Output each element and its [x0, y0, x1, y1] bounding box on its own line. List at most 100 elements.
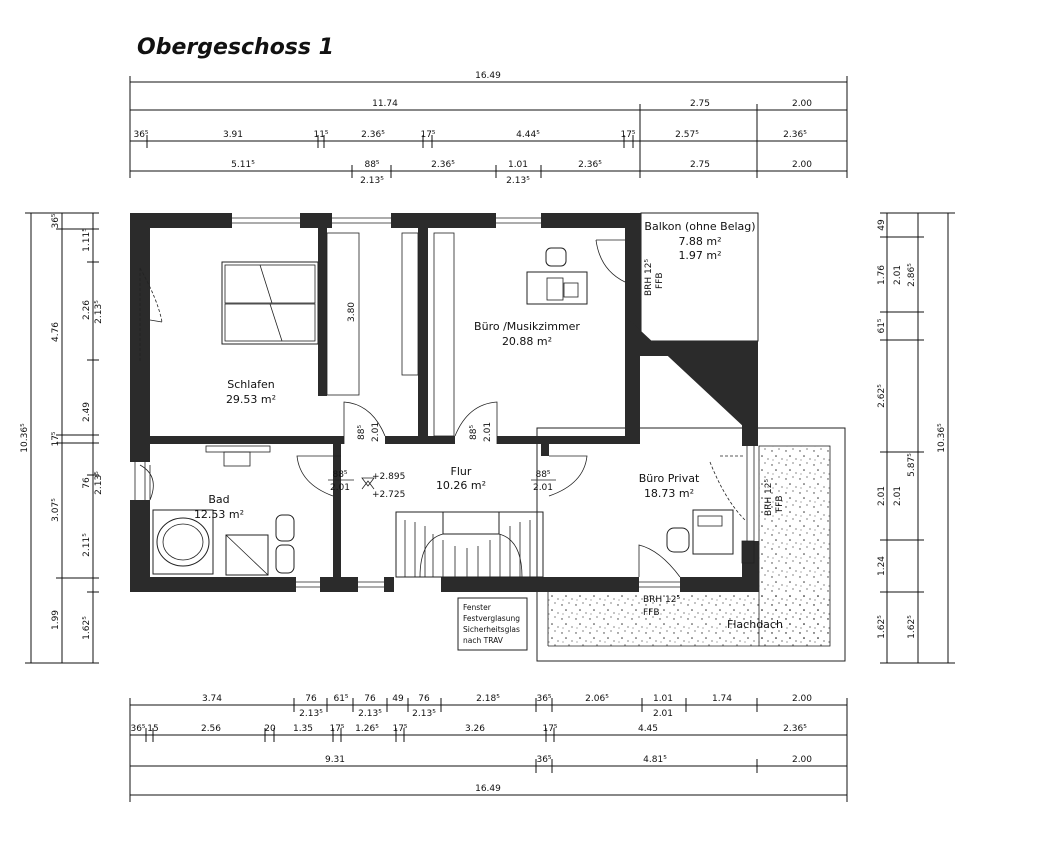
desk-buero [526, 247, 588, 305]
dim-left-i1: 1.11⁵ [82, 228, 92, 252]
right-dimensions: 49 1.76 61⁵ 2.62⁵ 2.01 1.24 1.62⁵ 2.01 2… [877, 212, 955, 664]
dim-right-m5: 1.62⁵ [907, 615, 917, 639]
dim-bot-1f: 2.13⁵ [358, 709, 382, 719]
dim-top-4e: 1.01 [508, 160, 528, 170]
dim-bot-3a: 9.31 [325, 755, 345, 765]
walls [130, 213, 759, 592]
ffb-bottom: FFB [643, 608, 660, 618]
dim-bot-1o: 1.74 [712, 694, 732, 704]
dim-right-i6: 1.24 [877, 556, 887, 576]
bottom-dimensions: 3.74 76 2.13⁵ 61⁵ 76 2.13⁵ 49 76 2.13⁵ 2… [129, 694, 848, 802]
dim-bot-2i: 3.26 [465, 724, 485, 734]
flat-roof [536, 427, 846, 662]
brh-bottom: BRH 12⁵ [643, 595, 681, 605]
dim-top-2a: 11.74 [372, 99, 398, 109]
ffb-privat: FFB [775, 495, 785, 512]
dim-right-i5: 2.01 [877, 486, 887, 506]
level-marks: +2.895 +2.725 [361, 472, 405, 500]
dim-left-i4: 76 [82, 477, 92, 489]
glazing-note: Fenster Festverglasung Sicherheitsglas n… [457, 597, 528, 651]
door-3-w: 88⁵ [332, 470, 347, 480]
bathtub [152, 509, 214, 575]
dim-bot-1a: 3.74 [202, 694, 222, 704]
dim-top-3e: 17⁵ [420, 130, 435, 140]
room-schlafen-area: 29.53 m² [226, 393, 276, 406]
dim-top-4a: 5.11⁵ [231, 160, 255, 170]
dim-bot-1d: 61⁵ [333, 694, 348, 704]
dim-top-4b: 88⁵ [364, 160, 379, 170]
dim-bot-3b: 36⁵ [536, 755, 551, 765]
dim-left-m3: 2.49 [82, 402, 92, 422]
shower [225, 534, 269, 576]
room-balkon-area1: 7.88 m² [678, 235, 721, 248]
dim-left-m5: 3.07⁵ [51, 498, 61, 522]
brh-labels: BRH 12⁵ FFB BRH 12⁵ FFB BRH 12⁵ FFB [643, 258, 785, 618]
note-line-2: Festverglasung [463, 614, 520, 623]
dim-left-m4: 17⁵ [51, 431, 61, 446]
door-2-w: 88⁵ [469, 425, 479, 440]
dim-top-3i: 2.36⁵ [783, 130, 807, 140]
dim-top-4f: 2.13⁵ [506, 176, 530, 186]
washbasin [205, 445, 271, 467]
dim-top-4g: 2.36⁵ [578, 160, 602, 170]
note-line-3: Sicherheitsglas [463, 625, 520, 634]
room-bad-area: 12.53 m² [194, 508, 244, 521]
door-4-h: 2.01 [533, 483, 553, 493]
dim-bot-2j: 17⁵ [542, 724, 557, 734]
door-labels: 88⁵ 2.01 88⁵ 2.01 88⁵ 2.01 88⁵ 2.01 [328, 422, 556, 493]
dim-top-3g: 17⁵ [620, 130, 635, 140]
dim-left-i3: 2.13⁵ [94, 300, 104, 324]
note-line-1: Fenster [463, 603, 492, 612]
door-4-w: 88⁵ [535, 470, 550, 480]
room-balkon-name: Balkon (ohne Belag) [644, 220, 755, 233]
dim-left-i5: 2.13⁵ [94, 471, 104, 495]
dim-bot-4a: 16.49 [475, 784, 501, 794]
room-privat-name: Büro Privat [639, 472, 700, 485]
doors [139, 239, 746, 578]
ffb-balkon: FFB [655, 272, 665, 289]
dim-right-m1: 2.01 [893, 265, 903, 285]
dim-left-i6: 2.11⁵ [82, 533, 92, 557]
dim-bot-3c: 4.81⁵ [643, 755, 667, 765]
dim-right-i7: 1.62⁵ [877, 615, 887, 639]
door-1-w: 88⁵ [357, 425, 367, 440]
dim-right-i3: 61⁵ [877, 318, 887, 333]
bed-dim: 3.80 [347, 302, 357, 322]
brh-balkon: BRH 12⁵ [644, 258, 654, 296]
dim-bot-1k: 36⁵ [536, 694, 551, 704]
left-dimensions: 10.36⁵ 36⁵ 4.76 2.49 17⁵ 3.07⁵ 1.99 1.11… [20, 212, 104, 664]
dim-bot-2e: 1.35 [293, 724, 313, 734]
dim-right-m4: 2.01 [893, 486, 903, 506]
dim-left-i7: 1.62⁵ [82, 616, 92, 640]
dim-right-m2: 2.86⁵ [907, 263, 917, 287]
dim-bot-3d: 2.00 [792, 755, 812, 765]
dim-bot-2l: 2.36⁵ [783, 724, 807, 734]
door-2-h: 2.01 [483, 422, 493, 442]
dim-left-outer: 10.36⁵ [20, 423, 30, 453]
dim-right-i1: 49 [877, 219, 887, 231]
door-1-h: 2.01 [371, 422, 381, 442]
note-line-4: nach TRAV [463, 636, 504, 645]
dim-right-i2: 1.76 [877, 265, 887, 285]
dim-bot-1h: 76 [418, 694, 430, 704]
dim-left-m6: 1.99 [51, 610, 61, 630]
dim-bot-1l: 2.06⁵ [585, 694, 609, 704]
dim-bot-1g: 49 [392, 694, 404, 704]
top-dimensions: 16.49 11.74 2.75 2.00 36⁵ 3.91 11⁵ 2.36⁵… [129, 71, 848, 186]
room-buero-name: Büro /Musikzimmer [474, 320, 580, 333]
windows [134, 217, 755, 588]
wardrobe: 3.80 [326, 232, 455, 437]
room-flur-area: 10.26 m² [436, 479, 486, 492]
dim-bot-2b: 15 [147, 724, 158, 734]
dim-bot-2d: 20 [264, 724, 276, 734]
dim-bot-1m: 1.01 [653, 694, 673, 704]
toilet-bidet [275, 514, 295, 574]
room-flur-name: Flur [451, 465, 472, 478]
dim-bot-1n: 2.01 [653, 709, 673, 719]
dim-top-2c: 2.00 [792, 99, 812, 109]
bed [221, 261, 319, 345]
dim-top-2b: 2.75 [690, 99, 710, 109]
room-labels: Schlafen 29.53 m² Büro /Musikzimmer 20.8… [194, 220, 783, 631]
dim-right-i4: 2.62⁵ [877, 384, 887, 408]
